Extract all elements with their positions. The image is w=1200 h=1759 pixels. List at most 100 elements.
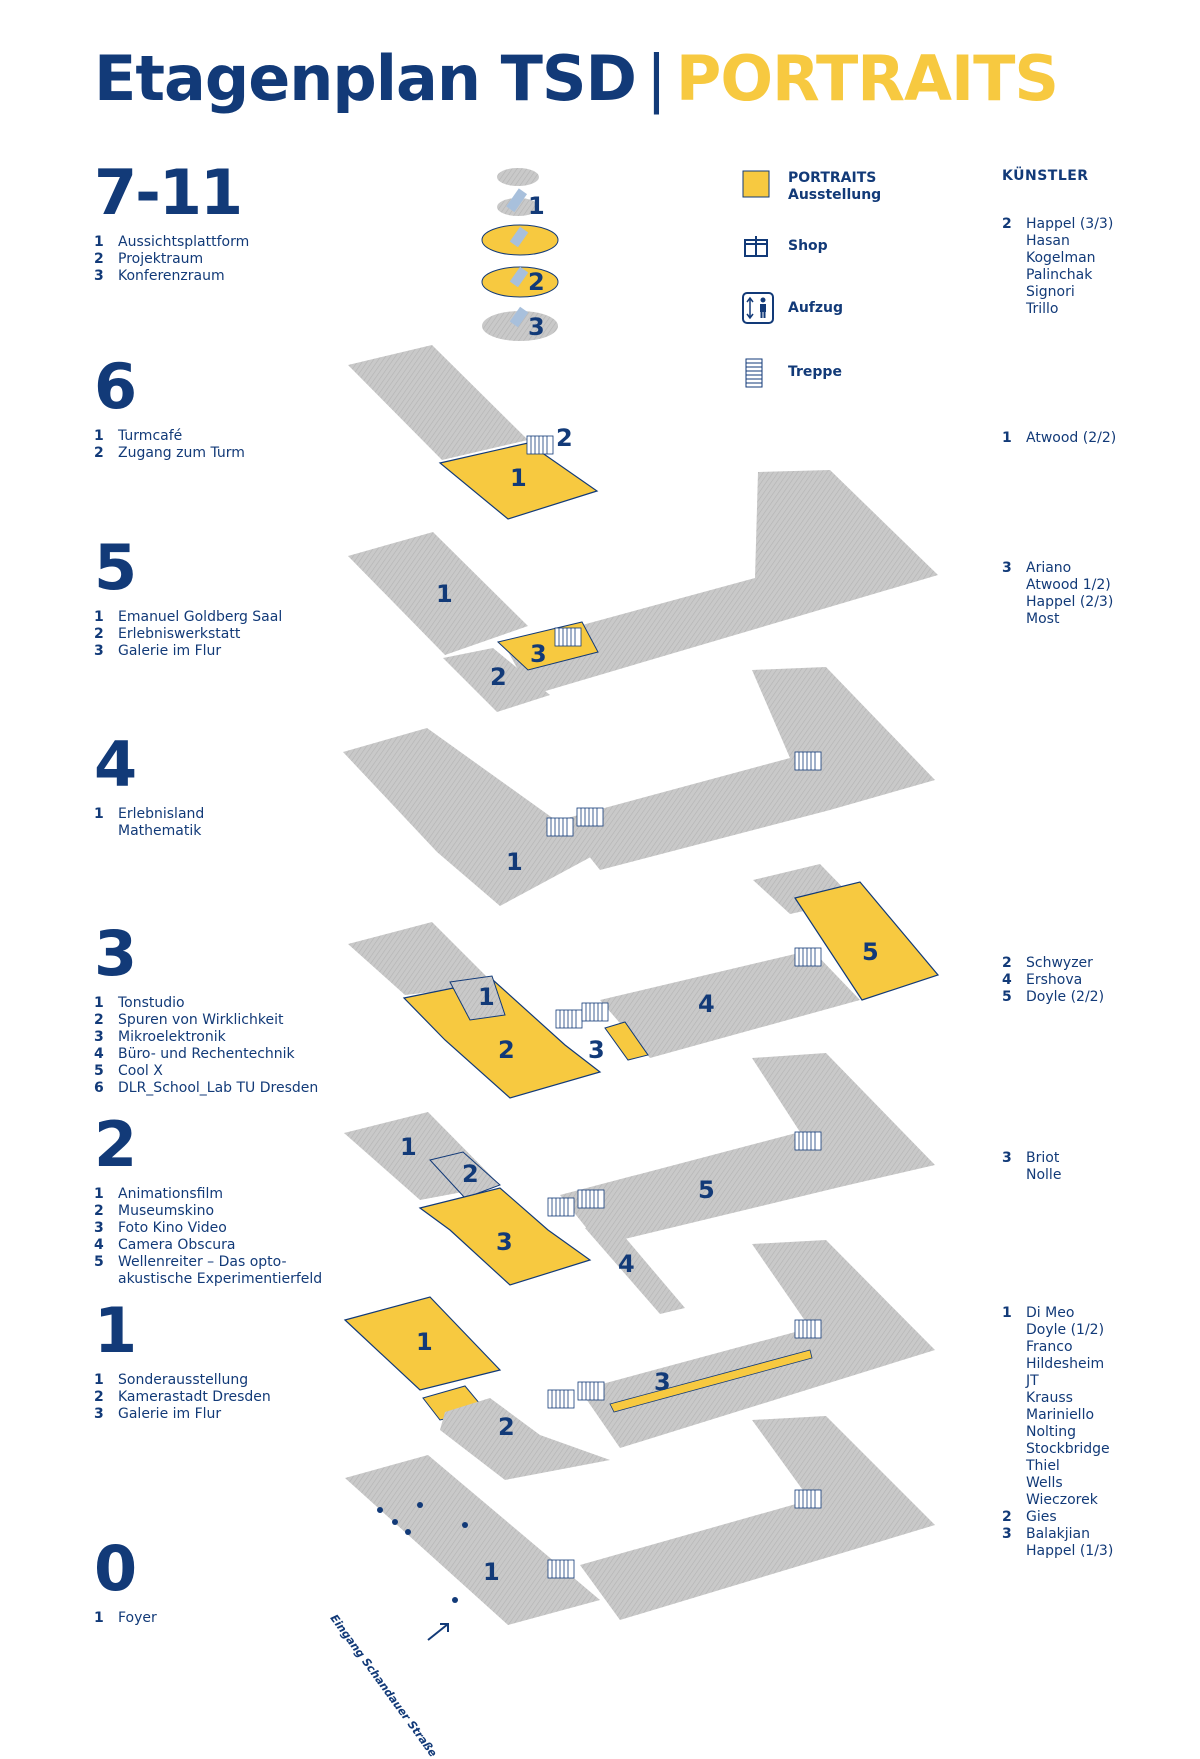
artist-room-number: 3 — [1002, 1150, 1012, 1166]
title-main: Etagenplan TSD — [94, 42, 637, 115]
room-name: Tonstudio — [118, 995, 185, 1011]
plan-floor-0: 1 — [345, 1416, 935, 1641]
label-3-5: 5 — [862, 938, 879, 966]
title-separator: | — [646, 42, 667, 115]
room-1-2 — [440, 1398, 610, 1480]
label-3-3: 3 — [588, 1036, 605, 1064]
artist-room-number: 2 — [1002, 955, 1012, 971]
floor-number: 6 — [94, 350, 137, 423]
artist-name: Hildesheim — [1026, 1356, 1105, 1372]
room-name: Sonderausstellung — [118, 1372, 249, 1388]
artist-name: Gies — [1026, 1509, 1057, 1525]
stairs-icon — [745, 358, 763, 388]
room-2-2 — [429, 1151, 501, 1199]
label-0-1: 1 — [483, 1558, 500, 1586]
room-number: 1 — [94, 995, 104, 1011]
artist-name: Di Meo — [1026, 1305, 1075, 1321]
label-6-2: 2 — [556, 424, 573, 452]
artist-name: Kogelman — [1026, 250, 1096, 266]
foyer-service-icons — [377, 1502, 468, 1603]
stair-shaft — [506, 188, 528, 213]
artist-name: Ariano — [1026, 560, 1072, 576]
artist-name: Briot — [1026, 1150, 1060, 1166]
artist-name: Stockbridge — [1026, 1441, 1110, 1457]
room-number: 4 — [94, 1237, 104, 1253]
legend-portraits-sublabel: Ausstellung — [788, 187, 882, 203]
artist-room-number: 1 — [1002, 430, 1012, 446]
legend-shop-label: Shop — [788, 238, 828, 254]
artist-name: JT — [1026, 1373, 1039, 1389]
disc-3 — [482, 311, 558, 341]
room-name: Foto Kino Video — [118, 1220, 227, 1236]
room-name: Kamerastadt Dresden — [118, 1389, 271, 1405]
plan-floor-6: 1 2 — [348, 345, 599, 520]
room-name: Büro- und Rechentechnik — [118, 1046, 295, 1062]
room-item: 3 Foto Kino Video — [94, 1220, 322, 1237]
room-name: Turmcafé — [118, 428, 183, 444]
artist-name: Franco — [1026, 1339, 1073, 1355]
entrance-arrow-icon — [427, 1623, 449, 1641]
artist-name: Balakjian — [1026, 1526, 1090, 1542]
floor-number: 5 — [94, 531, 137, 604]
plan-floor-4: 1 — [343, 667, 935, 906]
room-name: Aussichtsplattform — [118, 234, 250, 250]
artist-room-number: 4 — [1002, 972, 1012, 988]
plan-floor-5: 1 2 3 — [348, 470, 938, 712]
artist-name: Happel (1/3) — [1026, 1543, 1114, 1559]
room-3-1 — [449, 975, 506, 1021]
artist-name: Ershova — [1026, 972, 1083, 988]
room-number: 2 — [94, 445, 104, 461]
artists-title: KÜNSTLER — [1002, 168, 1089, 184]
floor-number: 7-11 — [94, 156, 243, 229]
artist-name: Krauss — [1026, 1390, 1073, 1406]
room-item: 2 Zugang zum Turm — [94, 445, 245, 462]
floor-number: 3 — [94, 917, 137, 990]
stairs-6 — [526, 435, 554, 455]
room-number: 1 — [94, 609, 104, 625]
artist-name: Wieczorek — [1026, 1492, 1098, 1508]
artist-room-number: 2 — [1002, 1509, 1012, 1525]
room-number: 1 — [94, 1372, 104, 1388]
room-number: 2 — [94, 626, 104, 642]
room-name: Cool X — [118, 1063, 163, 1079]
room-name: Mathematik — [118, 823, 202, 839]
room-name: Mikroelektronik — [118, 1029, 226, 1045]
room-2-4 — [585, 1222, 685, 1314]
label-4-1: 1 — [506, 848, 523, 876]
artist-name: Wells — [1026, 1475, 1063, 1491]
label-711-2: 2 — [528, 268, 545, 296]
plan-floor-7-11: 1 2 3 — [481, 168, 559, 341]
artist-name: Most — [1026, 611, 1060, 627]
room-name: Galerie im Flur — [118, 1406, 222, 1422]
room-name: Foyer — [118, 1610, 157, 1626]
room-item: 1 Sonderausstellung — [94, 1372, 271, 1389]
label-1-3: 3 — [654, 1368, 671, 1396]
room-name: Zugang zum Turm — [118, 445, 245, 461]
elevator-icon — [742, 292, 774, 324]
room-3-3-portraits — [604, 1021, 649, 1061]
artist-group: 4 Ershova — [1002, 972, 1104, 989]
room-number: 3 — [94, 1220, 104, 1236]
artist-name: Hasan — [1026, 233, 1070, 249]
artist-name: Trillo — [1026, 301, 1059, 317]
room-name: Erlebniswerkstatt — [118, 626, 241, 642]
artist-name: Happel (3/3) — [1026, 216, 1114, 232]
